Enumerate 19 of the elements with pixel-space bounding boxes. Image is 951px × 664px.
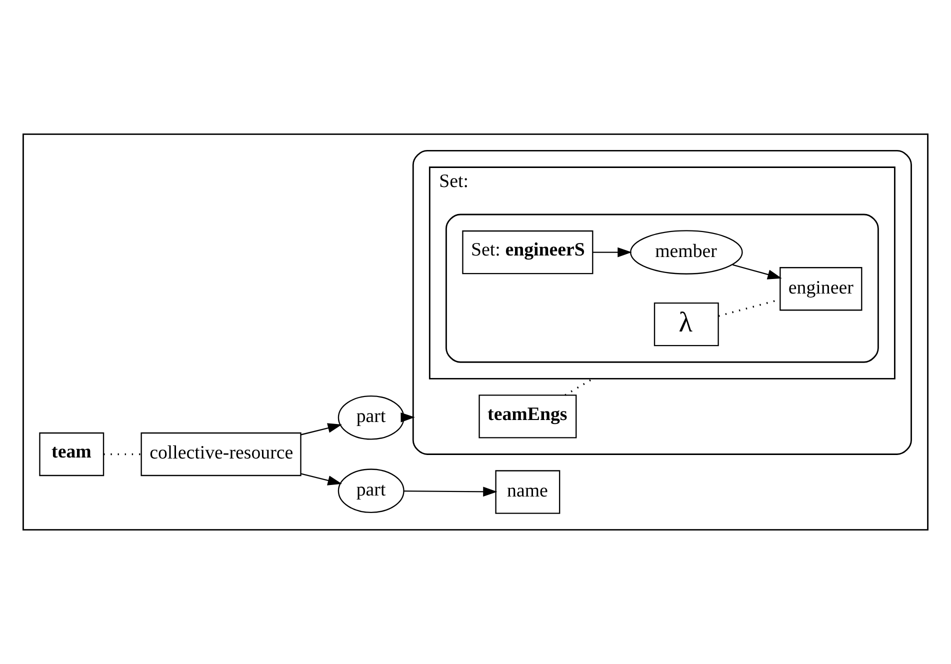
node-box: name xyxy=(495,470,560,514)
arrow xyxy=(732,264,782,280)
connector xyxy=(564,378,594,396)
cluster xyxy=(446,214,879,363)
node-box: engineer xyxy=(780,267,862,311)
arrow xyxy=(300,473,342,486)
node-box: Set: engineerS xyxy=(462,230,594,274)
node-box: team xyxy=(39,432,104,476)
arrow xyxy=(400,412,415,422)
node-box: collective-resource xyxy=(140,432,302,476)
cluster xyxy=(22,133,928,531)
node-box: λ xyxy=(654,302,719,346)
node-ellipse: part xyxy=(338,468,404,514)
node-box: teamEngs xyxy=(478,394,577,438)
node-ellipse: member xyxy=(630,230,743,274)
arrow xyxy=(404,486,498,497)
arrow xyxy=(300,423,342,436)
cluster xyxy=(412,150,912,455)
arrow xyxy=(592,247,632,258)
